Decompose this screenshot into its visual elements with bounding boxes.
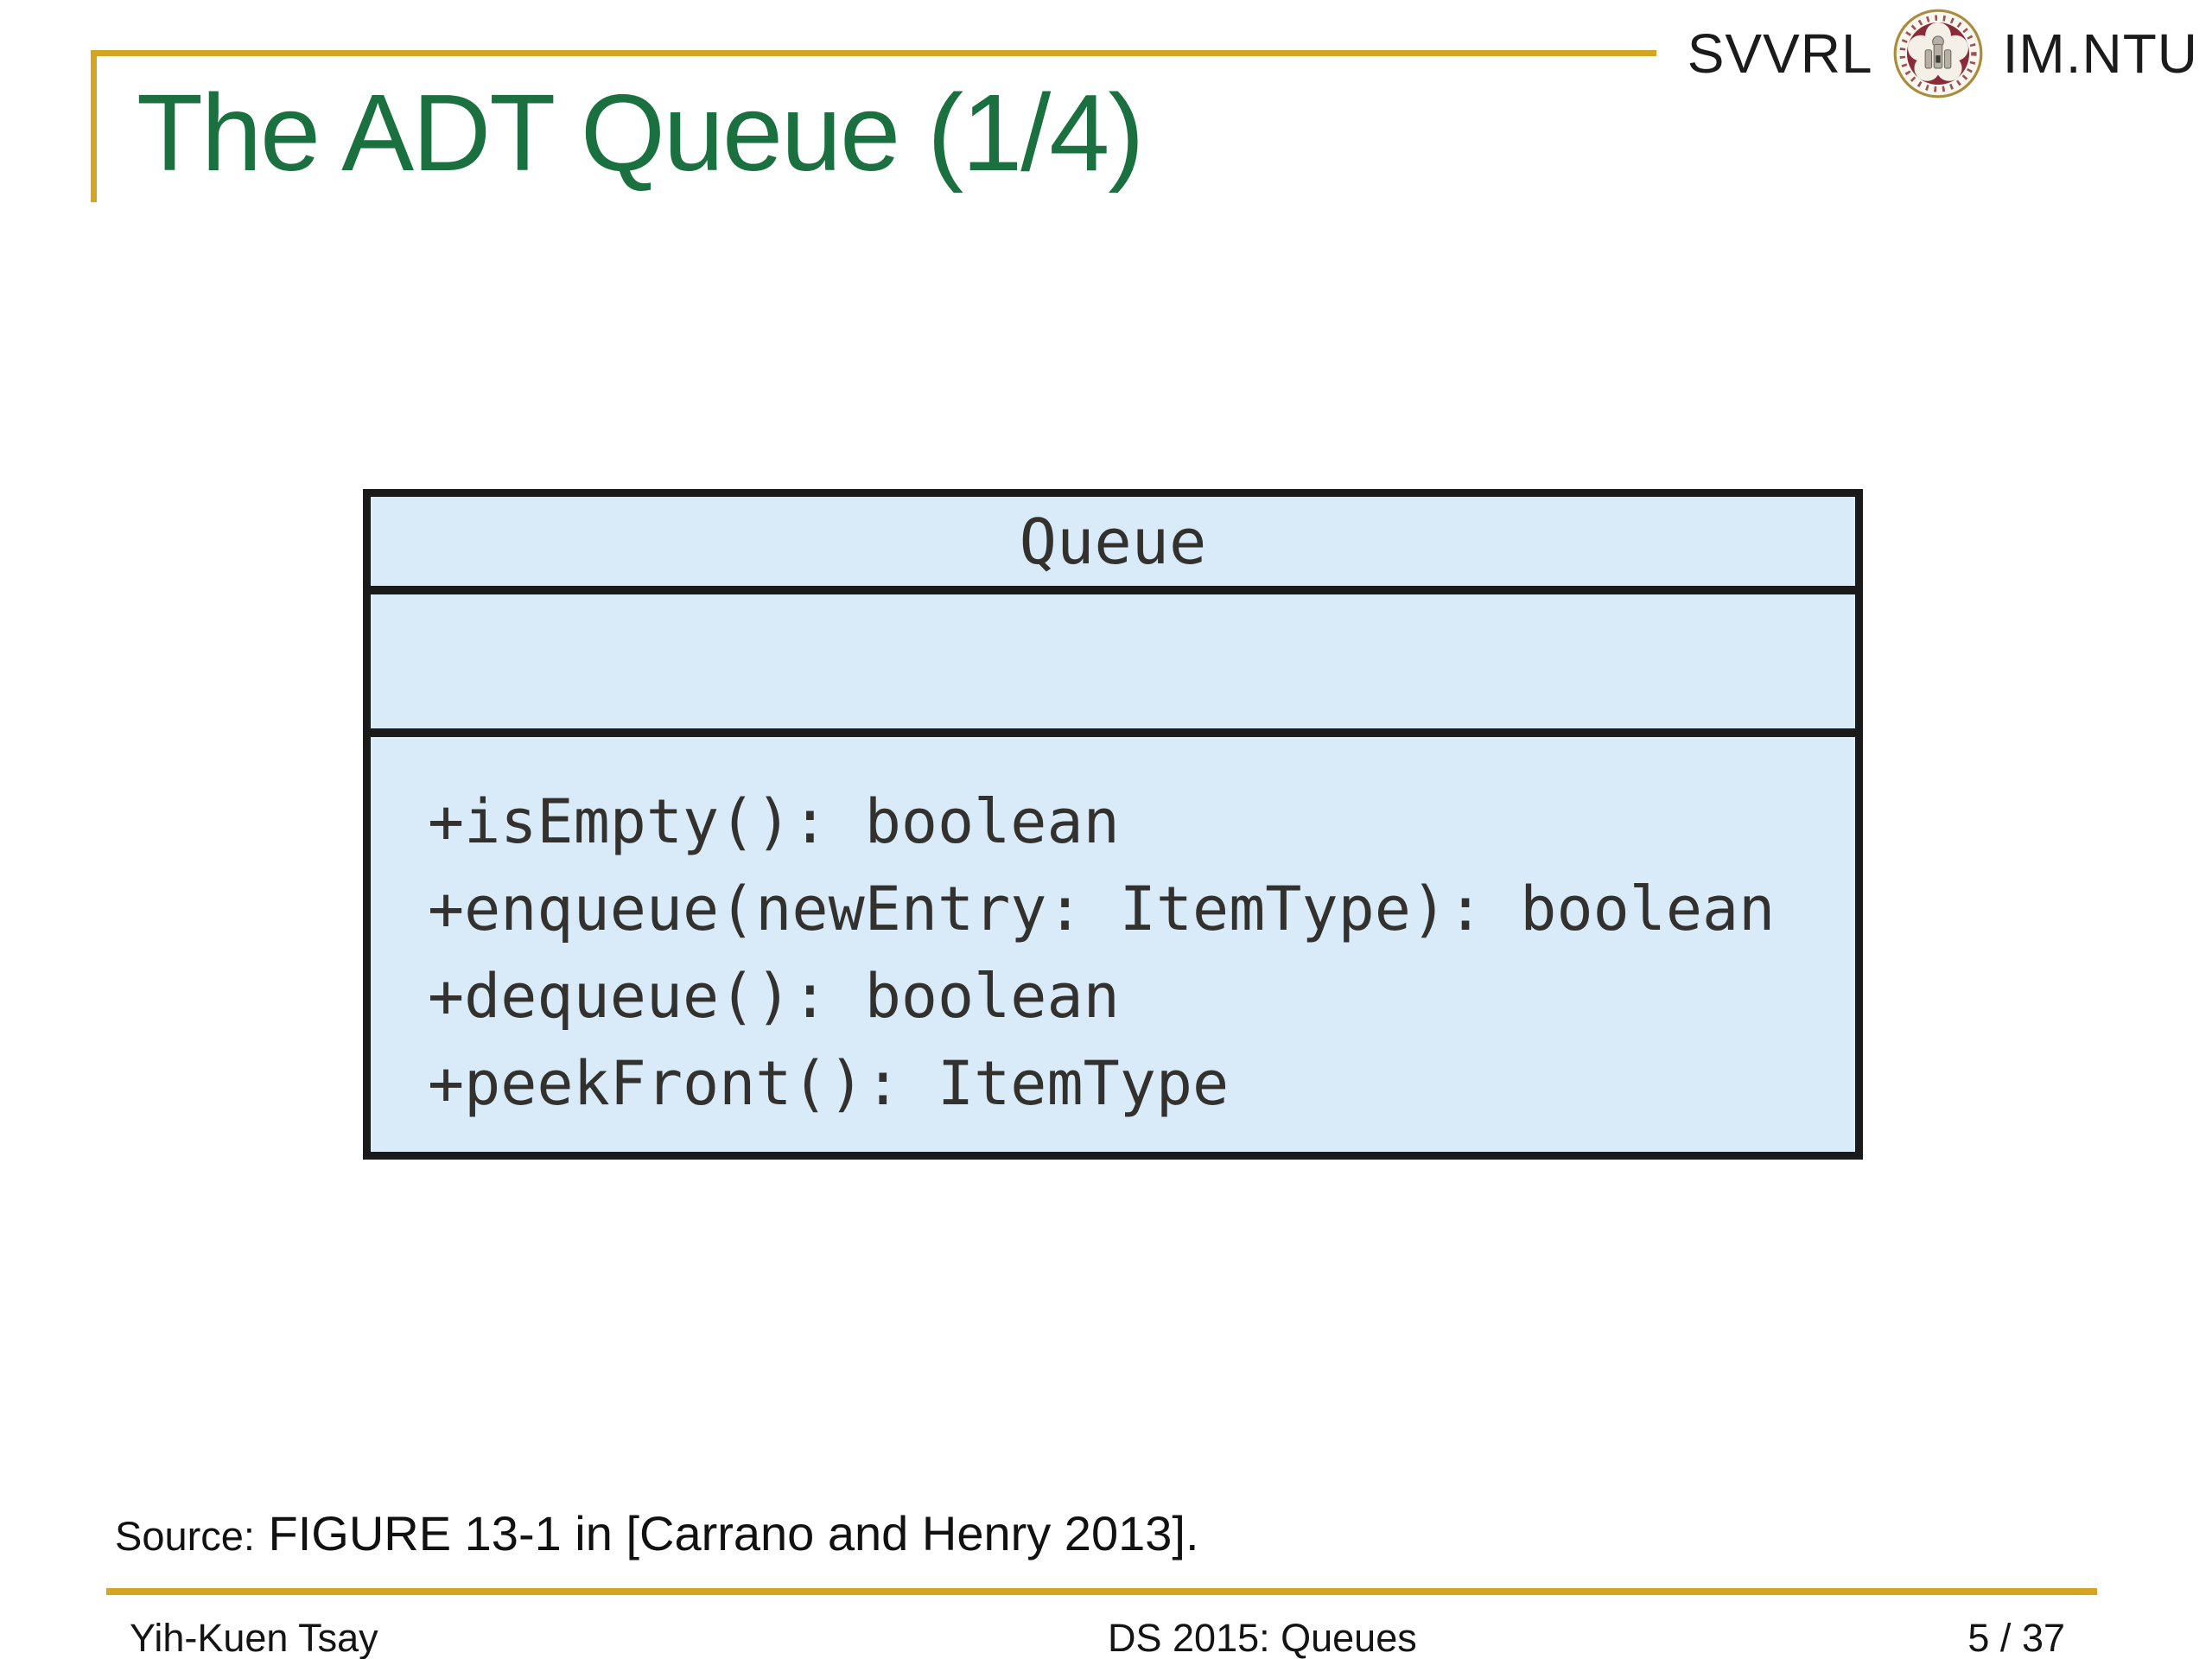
- uml-class-diagram: Queue +isEmpty(): boolean +enqueue(newEn…: [363, 489, 1863, 1160]
- footer-rule: [106, 1588, 2097, 1595]
- uml-method-isempty: +isEmpty(): boolean: [428, 786, 1120, 857]
- source-prefix: Source:: [115, 1513, 255, 1559]
- footer-author: Yih-Kuen Tsay: [130, 1616, 378, 1659]
- uml-attributes-section: [371, 594, 1855, 737]
- footer-page-number: 5 / 37: [1967, 1616, 2065, 1659]
- source-text: FIGURE 13-1 in [Carrano and Henry 2013].: [254, 1506, 1199, 1560]
- ntu-seal-icon: [1893, 9, 1983, 99]
- uml-method-peekfront: +peekFront(): ItemType: [428, 1048, 1230, 1119]
- title-top-rule: [91, 50, 1656, 56]
- uml-method-enqueue: +enqueue(newEntry: ItemType): boolean: [428, 874, 1776, 944]
- imntu-label: IM.NTU: [2002, 22, 2198, 85]
- svvrl-label: SVVRL: [1687, 22, 1873, 85]
- uml-methods-section: +isEmpty(): boolean +enqueue(newEntry: I…: [371, 737, 1855, 1152]
- page-title: The ADT Queue (1/4): [137, 72, 1144, 194]
- uml-class-name: Queue: [371, 497, 1855, 594]
- brand-header: SVVRL IM.NTU: [1688, 5, 2198, 102]
- title-left-rule: [91, 50, 97, 202]
- uml-method-dequeue: +dequeue(): boolean: [428, 961, 1120, 1032]
- source-citation: Source: FIGURE 13-1 in [Carrano and Henr…: [115, 1505, 1199, 1561]
- footer-course-title: DS 2015: Queues: [1108, 1616, 1417, 1659]
